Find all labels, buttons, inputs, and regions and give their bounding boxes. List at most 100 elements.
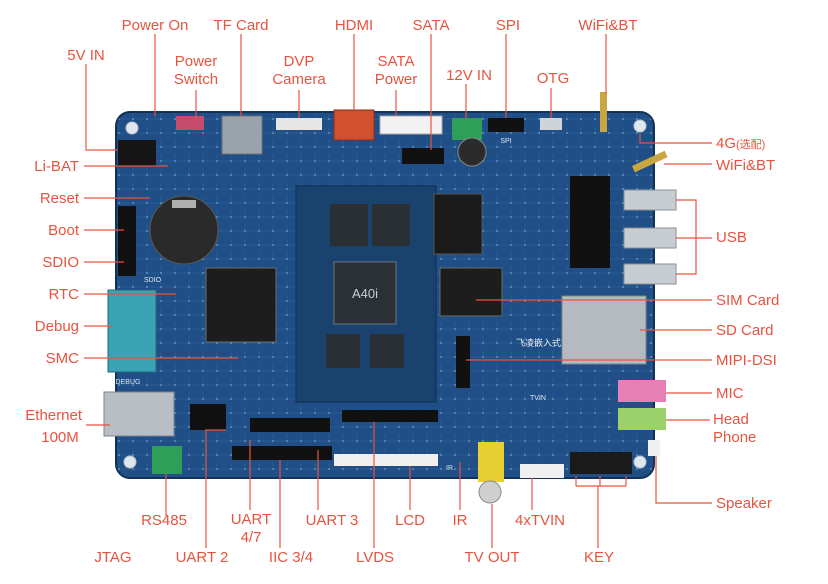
label-smc: SMC (45, 350, 79, 367)
label-otg: OTG (536, 70, 570, 87)
antenna-wifi-top (600, 92, 607, 132)
debug-db9 (107, 289, 157, 373)
key-buttons (570, 452, 632, 474)
mount-hole (633, 455, 647, 469)
ram-chip (330, 204, 368, 246)
label-mic: MIC (716, 385, 744, 402)
label-dvp-camera-1: DVP (283, 53, 315, 70)
label-speaker: Speaker (716, 495, 772, 512)
headphone-jack (618, 408, 666, 430)
label-uart47-1: UART (230, 511, 272, 528)
sata-connector (402, 148, 444, 164)
power-jack (118, 140, 156, 166)
uart-header-b (232, 446, 332, 460)
mipi-dsi-connector (456, 336, 470, 388)
hdmi-port (333, 109, 375, 141)
silk-debug: DEBUG (116, 379, 141, 386)
silk-brand: 飞凌嵌入式 (516, 337, 561, 349)
uart-header-a (250, 418, 330, 432)
tf-card-slot (221, 115, 263, 155)
capacitor (457, 137, 487, 167)
label-ethernet-speed: 100M (41, 429, 79, 446)
sata-power-connector (379, 115, 443, 135)
label-headphone-1: Head (713, 411, 749, 428)
sata-socket (433, 193, 483, 255)
label-debug: Debug (34, 318, 79, 335)
mount-hole (633, 119, 647, 133)
label-sata-power-2: Power (374, 71, 418, 88)
label-ir: IR (452, 512, 468, 529)
label-5v-in: 5V IN (67, 47, 105, 64)
label-boot: Boot (48, 222, 79, 239)
label-iic34: IIC 3/4 (268, 549, 314, 566)
boot-header (118, 206, 136, 276)
mount-hole (123, 455, 137, 469)
ethernet-port (103, 391, 175, 437)
label-uart47-2: 4/7 (240, 529, 262, 546)
sd-card-slot (561, 295, 647, 365)
label-power-on: Power On (121, 17, 189, 34)
label-wifi-bt-top: WiFi&BT (578, 17, 638, 34)
label-power-switch-2: Switch (173, 71, 219, 88)
label-sata: SATA (412, 17, 450, 34)
label-headphone-2: Phone (713, 429, 757, 446)
label-rs485: RS485 (141, 512, 187, 529)
speaker-connector (648, 440, 660, 456)
cpu-chip (333, 261, 397, 325)
leader-lines (84, 34, 712, 548)
mount-hole (125, 121, 139, 135)
label-li-bat: Li-BAT (34, 158, 79, 175)
label-dvp-camera-2: Camera (272, 71, 326, 88)
dvp-connector (276, 118, 322, 130)
usb-port-3 (623, 263, 677, 285)
sim-card-slot (439, 267, 503, 317)
label-sdio: SDIO (42, 254, 79, 271)
lcd-connector (334, 454, 438, 466)
label-jtag: JTAG (94, 549, 132, 566)
rtc-battery-clip (172, 200, 196, 208)
rs485-terminal (152, 446, 182, 474)
label-uart2: UART 2 (175, 549, 229, 566)
label-sd-card: SD Card (716, 322, 774, 339)
label-mipi-dsi: MIPI-DSI (716, 352, 777, 369)
label-reset: Reset (39, 190, 79, 207)
spi-header (488, 118, 524, 132)
usb-port-1 (623, 189, 677, 211)
otg-port (540, 118, 562, 130)
twelve-v-terminal (452, 118, 482, 140)
label-lvds: LVDS (355, 549, 395, 566)
tv-out-barrel (478, 480, 502, 504)
silk-sdio: SDIO (144, 277, 162, 284)
mini-pcie-slot (570, 176, 610, 268)
label-4g-text: 4G (716, 135, 737, 152)
label-wifi-bt-right: WiFi&BT (716, 157, 776, 174)
label-sim-card: SIM Card (716, 292, 780, 309)
silk-ir: IR (446, 465, 453, 472)
tvin-connector (520, 464, 564, 478)
usb-port-2 (623, 227, 677, 249)
label-key: KEY (583, 549, 615, 566)
silk-tvin: TVIN (530, 395, 546, 402)
label-rtc: RTC (48, 286, 79, 303)
label-12v-in: 12V IN (446, 67, 492, 84)
rtc-battery-holder (149, 195, 219, 265)
label-sata-power-1: SATA (377, 53, 415, 70)
tv-out-jack (478, 442, 504, 482)
smc-slot (205, 267, 277, 343)
label-lcd: LCD (394, 512, 426, 529)
label-tvin: 4xTVIN (514, 512, 566, 529)
jtag-header (190, 404, 226, 430)
label-spi: SPI (495, 17, 521, 34)
ram-chip (370, 334, 404, 368)
label-ethernet: Ethernet (25, 407, 82, 424)
ram-chip (372, 204, 410, 246)
label-4g-note: (选配) (736, 139, 766, 151)
label-uart3: UART 3 (305, 512, 359, 529)
label-tf-card: TF Card (213, 17, 269, 34)
label-usb: USB (716, 229, 747, 246)
mic-jack (618, 380, 666, 402)
label-hdmi: HDMI (334, 17, 374, 34)
power-switch (176, 116, 204, 130)
label-tv-out: TV OUT (464, 549, 520, 566)
